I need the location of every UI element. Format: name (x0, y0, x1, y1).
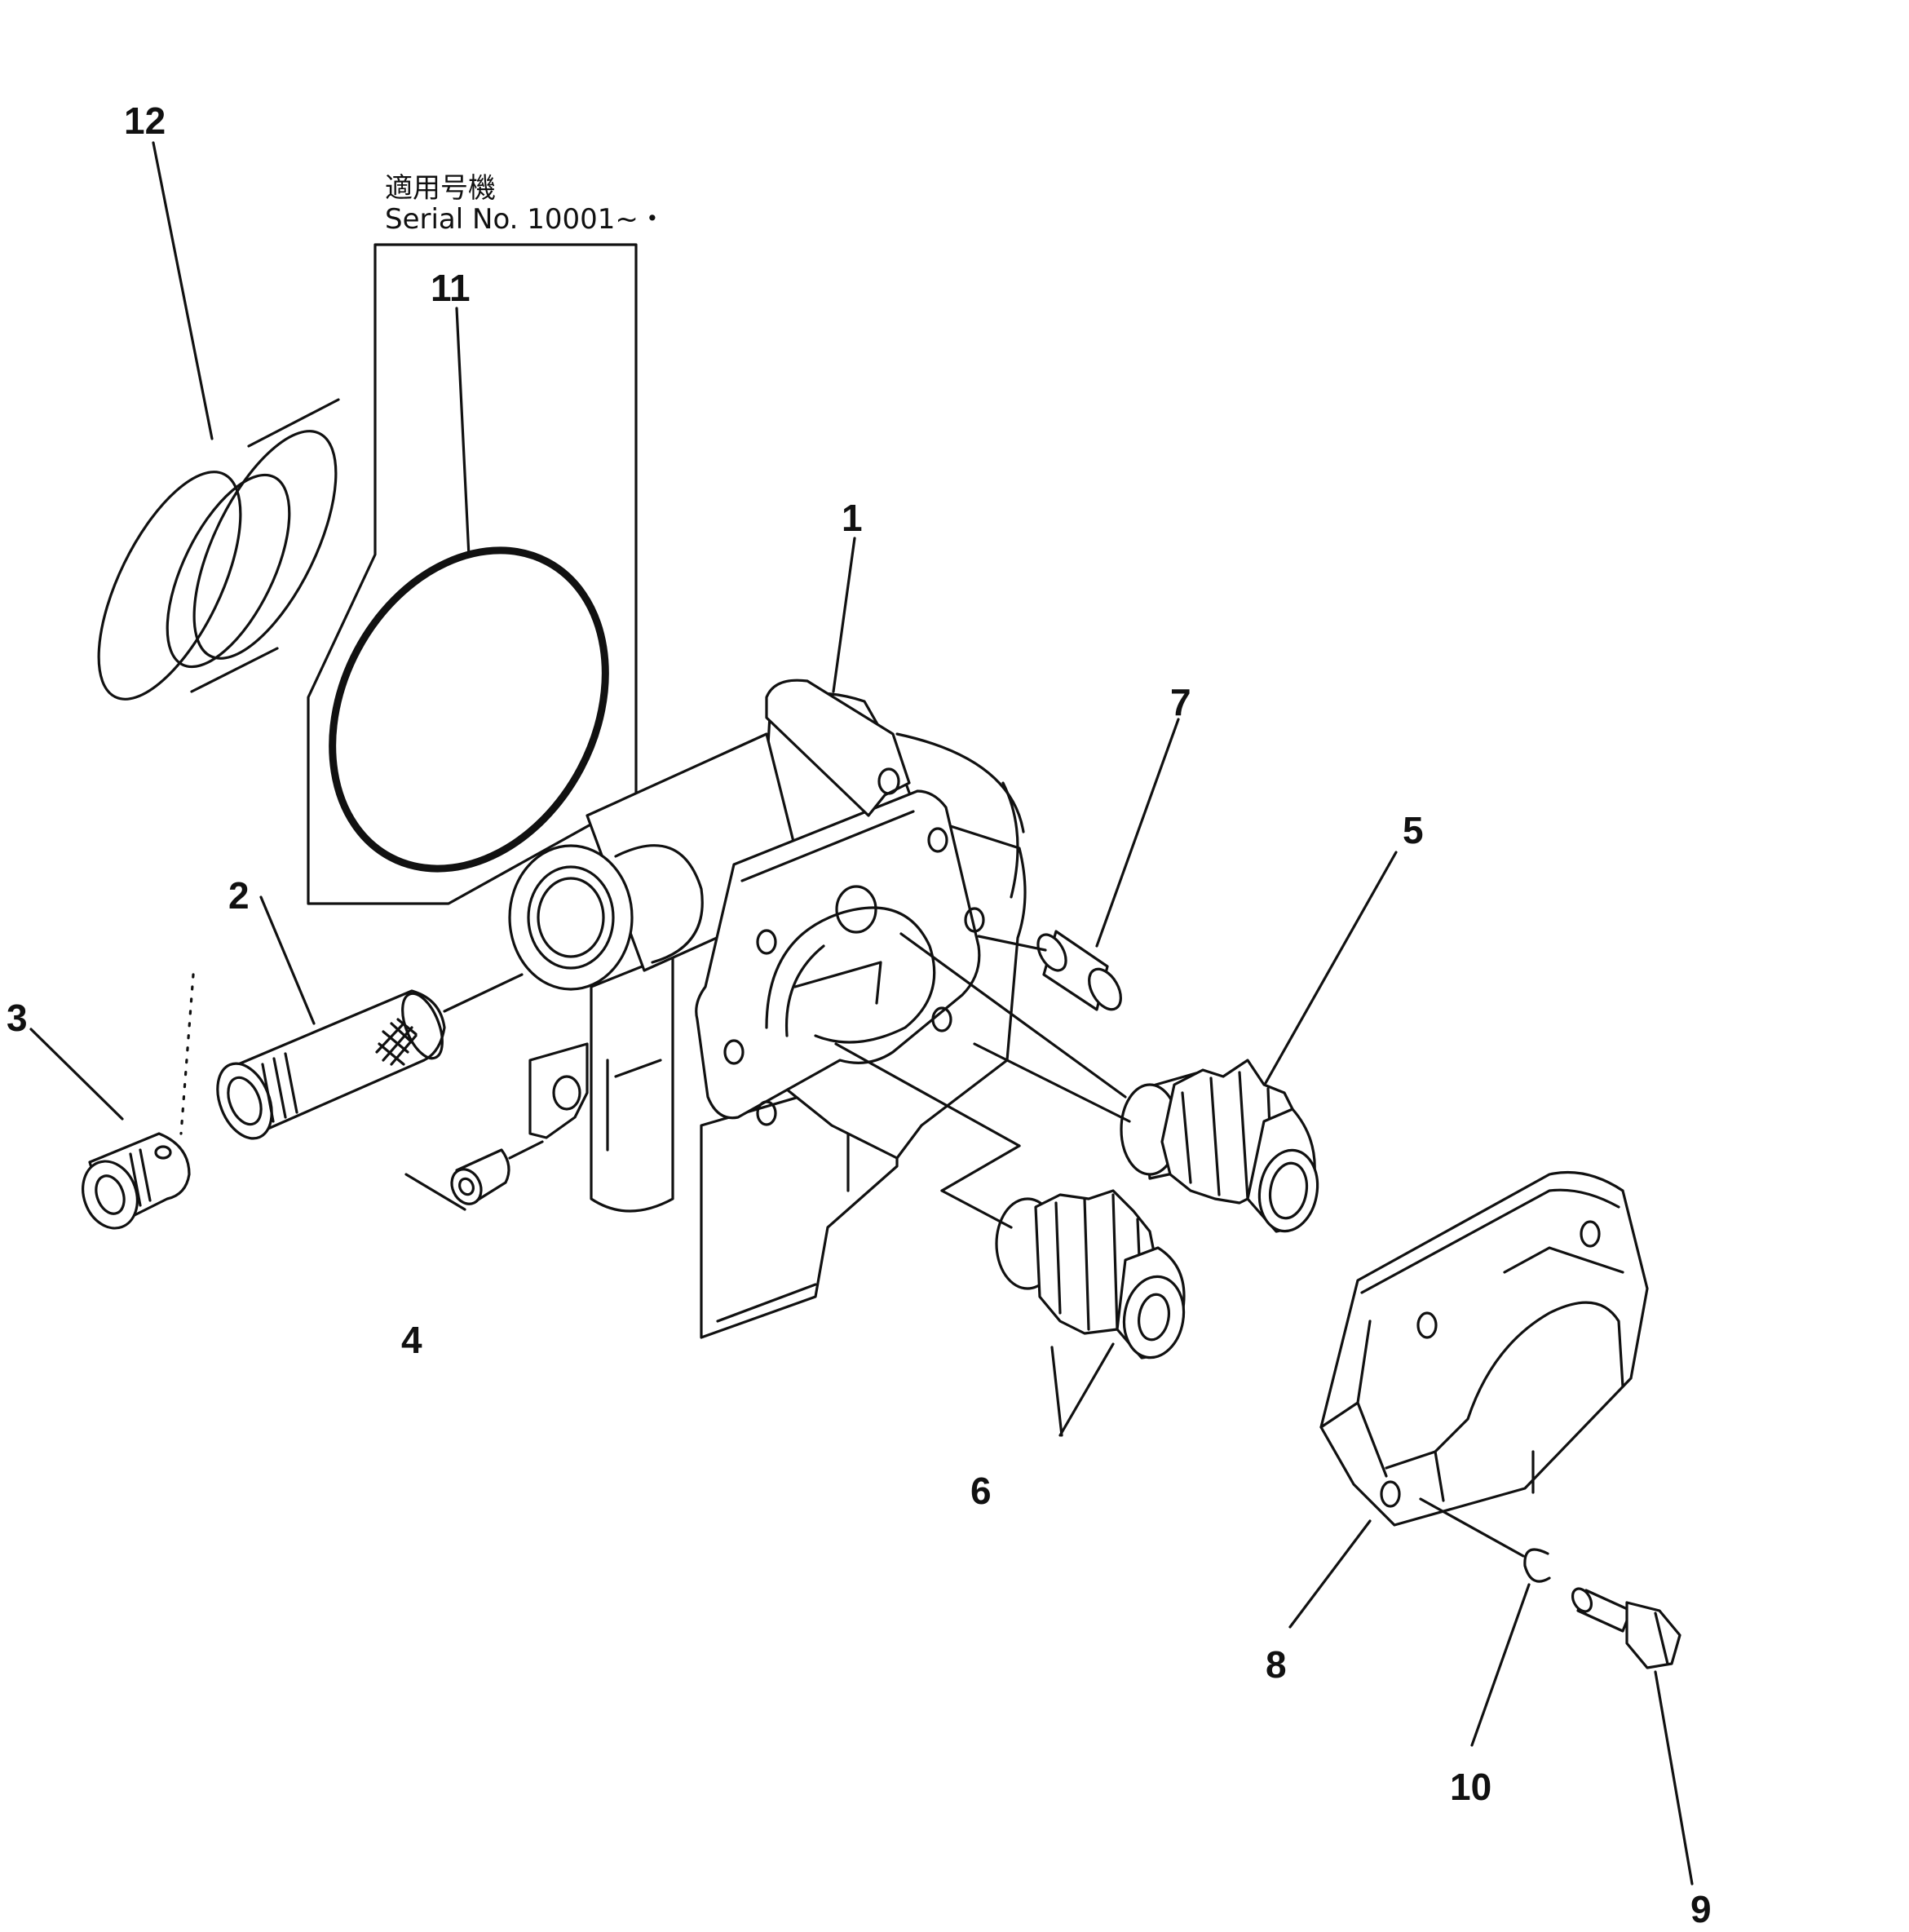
callout-9: 9 (1690, 1888, 1712, 1930)
part-2-strainer (216, 989, 446, 1140)
part-4-small-plug (450, 1148, 510, 1205)
serial-note-japanese: 適用号機 (385, 172, 496, 205)
serial-range-bracket (307, 243, 638, 905)
callout-6: 6 (970, 1470, 992, 1512)
callout-3: 3 (7, 997, 28, 1039)
callout-4: 4 (401, 1319, 422, 1361)
part-12-seal-ring (97, 398, 340, 701)
part-3-plug (82, 1132, 191, 1230)
serial-note-english: Serial No. 10001~・ (385, 203, 666, 237)
part-9-bolt (1571, 1587, 1681, 1669)
callout-8: 8 (1266, 1643, 1287, 1686)
part-10-washer (1523, 1548, 1551, 1583)
callout-12: 12 (124, 99, 166, 142)
callout-1: 1 (842, 497, 863, 539)
callout-11: 11 (431, 267, 471, 309)
part-7-pin (1036, 930, 1122, 1011)
part-5-drive-gear (1120, 1059, 1319, 1233)
part-6-driven-gear (995, 1189, 1186, 1359)
part-1-pump-housing (508, 679, 1027, 1339)
callout-10: 10 (1450, 1766, 1492, 1808)
callout-5: 5 (1403, 809, 1424, 851)
callout-2: 2 (228, 874, 250, 917)
part-11-o-ring (329, 546, 609, 873)
serial-number-note: 適用号機 Serial No. 10001~・ (385, 173, 666, 235)
callout-7: 7 (1170, 681, 1191, 723)
leader-lines (29, 141, 1694, 1886)
part-8-cover (1319, 1171, 1649, 1527)
